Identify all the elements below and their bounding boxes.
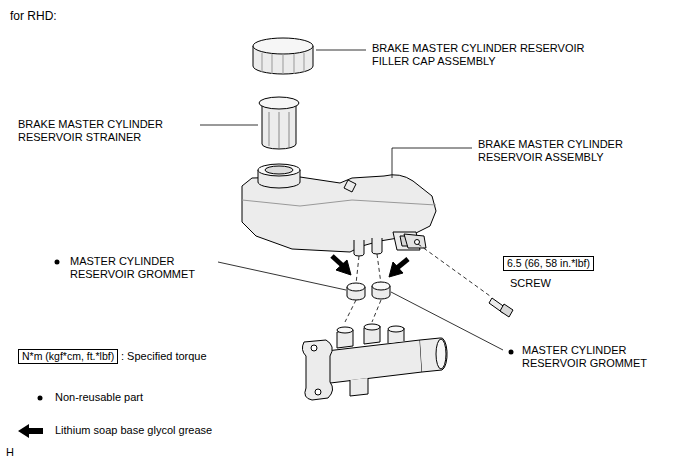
legend-text: Lithium soap base glycol grease	[55, 424, 212, 436]
box-text: N*m (kgf*cm, ft.*lbf)	[22, 350, 114, 363]
part-name: BRAKE MASTER CYLINDER RESERVOIR FILLER C…	[372, 42, 612, 68]
screw-head	[500, 304, 513, 317]
screw-line	[418, 244, 490, 296]
legend-bullet-sample	[38, 396, 43, 401]
filler-opening	[258, 164, 300, 176]
bracket-hole	[415, 240, 420, 245]
flange-hole	[311, 345, 317, 351]
leader-line	[316, 50, 366, 51]
grommet-right-top	[372, 282, 390, 290]
reservoir-tab	[344, 180, 356, 192]
part-name: MASTER CYLINDER RESERVOIR GROMMET	[70, 255, 220, 281]
port-top	[337, 327, 353, 333]
legend-entry: Lithium soap base glycol grease	[55, 424, 212, 437]
figure-code: H	[6, 446, 14, 459]
part-name: BRAKE MASTER CYLINDER RESERVOIR ASSEMBLY	[478, 138, 678, 164]
filler-cap	[253, 38, 313, 74]
torque-box: 6.5 (66, 58 in.*lbf)	[503, 256, 594, 271]
leader-line	[391, 292, 503, 350]
strainer-flange	[259, 97, 299, 109]
grease-arrow-head	[389, 262, 403, 277]
leader-line	[218, 262, 346, 290]
bullet-mark	[55, 260, 60, 265]
leader-lines	[200, 50, 503, 350]
box-text: 6.5 (66, 58 in.*lbf)	[507, 257, 590, 270]
legend-arrow-sample	[18, 424, 43, 438]
master-cylinder	[302, 324, 447, 400]
filler-opening-inner	[265, 166, 293, 174]
cap-ribs	[262, 53, 304, 74]
diagram-title: for RHD:	[10, 10, 57, 23]
grommet-left-top	[347, 283, 365, 291]
legend-text: : Specified torque	[121, 350, 207, 362]
non-reusable-marks	[18, 260, 514, 439]
strainer-body	[262, 104, 296, 149]
cylinder-end-face	[436, 339, 446, 369]
port-top	[364, 324, 380, 330]
flange-hole	[315, 389, 321, 395]
brake-line-ports	[350, 328, 404, 396]
cap-top	[253, 38, 313, 54]
strainer	[259, 97, 299, 149]
grommets	[347, 282, 390, 300]
grease-arrow-shaft	[397, 259, 408, 268]
leader-line	[200, 125, 258, 126]
grease-arrow-head	[336, 260, 351, 275]
part-name: MASTER CYLINDER RESERVOIR GROMMET	[522, 344, 672, 370]
legend-entry: Non-reusable part	[55, 391, 143, 404]
reservoir	[242, 164, 436, 256]
legend-text: Non-reusable part	[55, 391, 143, 403]
screw	[489, 298, 513, 317]
cylinder-body	[318, 340, 422, 384]
strainer-mesh	[269, 112, 289, 148]
legend-entry: : Specified torque	[121, 350, 207, 363]
cylinder-flange	[302, 340, 332, 400]
mounting-bracket	[404, 234, 426, 248]
part-name: SCREW	[510, 277, 551, 290]
reservoir-nozzles	[354, 238, 382, 256]
assembly-lines	[345, 244, 490, 322]
grease-arrows	[332, 256, 408, 277]
leader-line	[392, 148, 472, 178]
legend-torque-box: N*m (kgf*cm, ft.*lbf)	[18, 349, 118, 364]
part-name: BRAKE MASTER CYLINDER RESERVOIR STRAINER	[18, 118, 218, 144]
bullet-mark	[509, 350, 514, 355]
reservoir-seam	[242, 200, 436, 206]
cylinder-end	[420, 338, 447, 372]
port-top	[388, 326, 404, 332]
